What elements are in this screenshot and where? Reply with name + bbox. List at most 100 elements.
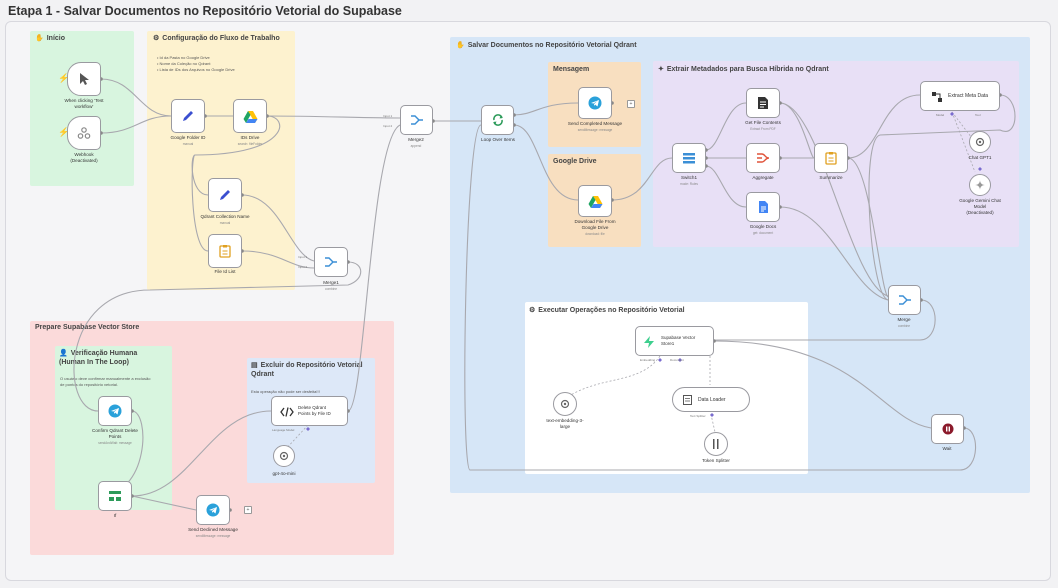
aggregate-node[interactable] xyxy=(746,143,780,173)
merge-icon xyxy=(410,115,423,125)
supabase-vector-store-node[interactable]: Supabase Vector Store1 xyxy=(635,326,714,356)
google-folder-id-node[interactable] xyxy=(171,99,205,133)
merge2-label: Merge2 xyxy=(408,137,424,142)
group-prepare-label: Prepare Supabase Vector Store xyxy=(35,324,140,331)
telegram-icon xyxy=(588,96,602,110)
qdrant-collection-node[interactable] xyxy=(208,178,242,212)
manual-trigger-node[interactable] xyxy=(67,62,101,96)
token-splitter-label: Token Splitter xyxy=(702,458,730,463)
user-icon: 👤 xyxy=(59,350,68,357)
pen-icon xyxy=(220,190,230,200)
google-docs-node[interactable] xyxy=(746,192,780,222)
openai-icon xyxy=(560,399,570,409)
file-id-list-node[interactable] xyxy=(208,234,242,268)
lightning-icon: ⚡ xyxy=(58,73,70,83)
hand-icon: ✋ xyxy=(35,35,44,42)
add-node-button[interactable]: + xyxy=(244,506,252,514)
token-splitter-node[interactable] xyxy=(704,432,728,456)
delete-qdrant-points-label: Delete Qdrant Points by File ID xyxy=(298,405,331,416)
send-completed-node[interactable] xyxy=(578,87,612,119)
merge1-sub: combine xyxy=(324,287,338,291)
supabase-embedding-port: Embedding xyxy=(640,358,656,362)
merge1-node[interactable] xyxy=(314,247,348,277)
extract-icon xyxy=(932,92,942,102)
splitter-icon xyxy=(713,439,719,449)
group-gdrive-label: Google Drive xyxy=(553,158,597,165)
google-docs-sub: get: document xyxy=(752,231,774,235)
supabase-document-port: Document xyxy=(670,358,684,362)
switch-icon xyxy=(683,153,695,164)
add-node-button[interactable]: + xyxy=(627,100,635,108)
merge-icon xyxy=(325,257,337,267)
confirm-delete-sub: sendAndWait: message xyxy=(98,441,132,445)
cursor-icon xyxy=(80,73,89,85)
switch1-label: Switch1 xyxy=(680,175,698,180)
wait-node[interactable] xyxy=(931,414,964,444)
code-icon xyxy=(280,407,294,417)
delete-qdrant-points-node[interactable]: Delete Qdrant Points by File ID xyxy=(271,396,348,426)
merge2-sub: append xyxy=(410,144,422,148)
config-notes: • Id da Pasta no Google Drive • Nome da … xyxy=(157,55,235,72)
chat-gpt-label: Chat GPT1 xyxy=(968,155,992,160)
google-folder-id-sub: manual xyxy=(182,142,194,146)
merge-icon xyxy=(898,295,911,305)
pdf-icon xyxy=(758,97,768,109)
download-file-label: Download File From Google Drive xyxy=(574,219,616,230)
config-note-2: Nome da Coleção no Qdrant xyxy=(159,61,211,66)
qdrant-collection-label: Qdrant Collection Name xyxy=(200,214,250,219)
verificacao-note: O usuário deve confirmar manualmente a e… xyxy=(60,376,151,387)
doc-loader-icon xyxy=(683,395,692,405)
summarize-label: Summarize xyxy=(819,175,843,180)
gemini-label: Google Gemini Chat Model (Deactivated) xyxy=(959,198,1001,215)
aggregate-icon xyxy=(757,153,770,163)
merge1-input1-label: Input 1 xyxy=(298,255,308,259)
group-excluir-label: Excluir do Repositório Vetorial Qdrant xyxy=(251,362,363,378)
send-declined-node[interactable] xyxy=(196,495,230,525)
delete-languagemodel-port: Language Model xyxy=(272,428,295,432)
if-node[interactable] xyxy=(98,481,132,511)
group-extrair-label: Extrair Metadados para Busca Híbrida no … xyxy=(666,66,829,73)
file-id-list-label: File Id List xyxy=(214,269,236,274)
webhook-label: Webhook (Deactivated) xyxy=(70,152,98,163)
google-drive-icon xyxy=(243,110,257,123)
merge2-node[interactable] xyxy=(400,105,433,135)
download-file-sub: download: file xyxy=(585,232,605,236)
chat-gpt-node[interactable] xyxy=(969,131,991,153)
download-file-node[interactable] xyxy=(578,185,612,217)
trash-icon: ▤ xyxy=(251,362,258,369)
docs-icon xyxy=(758,201,768,213)
lightning-icon: ⚡ xyxy=(58,127,70,137)
group-executar-label: Executar Operações no Repositório Vetori… xyxy=(538,307,685,314)
extract-model-port: Model xyxy=(936,113,945,117)
google-drive-icon xyxy=(588,195,602,208)
gpt-4o-mini-node[interactable] xyxy=(273,445,295,467)
merge-sub: combine xyxy=(897,324,911,328)
clipboard-icon xyxy=(219,245,231,258)
switch1-node[interactable] xyxy=(672,143,706,173)
webhook-icon xyxy=(77,127,91,139)
get-file-contents-node[interactable] xyxy=(746,88,780,118)
telegram-icon xyxy=(206,503,220,517)
group-inicio[interactable]: ✋Início xyxy=(30,31,134,186)
embedding-node[interactable] xyxy=(553,392,577,416)
openai-icon xyxy=(975,137,985,147)
ids-drive-node[interactable] xyxy=(233,99,267,133)
merge-node[interactable] xyxy=(888,285,921,315)
folder-icon: ✋ xyxy=(456,42,465,49)
embedding-label: text-embedding-3- large xyxy=(546,418,584,429)
summarize-node[interactable] xyxy=(814,143,848,173)
confirm-delete-node[interactable] xyxy=(98,396,132,426)
wait-label: Wait xyxy=(942,446,952,451)
openai-icon xyxy=(279,451,289,461)
brain-icon: ✦ xyxy=(658,66,664,73)
pause-icon xyxy=(942,423,953,435)
loop-over-items-node[interactable] xyxy=(481,105,514,135)
gemini-node[interactable] xyxy=(969,174,991,196)
supabase-vector-store-label: Supabase Vector Store1 xyxy=(661,335,696,346)
data-loader-node[interactable]: Data Loader xyxy=(672,387,750,412)
extract-meta-data-node[interactable]: Extract Meta Data xyxy=(920,81,1000,111)
merge2-input1-label: Input 1 xyxy=(383,114,393,118)
webhook-node[interactable] xyxy=(67,116,101,150)
google-docs-label: Google Docs xyxy=(749,224,777,229)
config-note-3: Lista de IDs dos Arquivos no Google Driv… xyxy=(159,67,235,72)
